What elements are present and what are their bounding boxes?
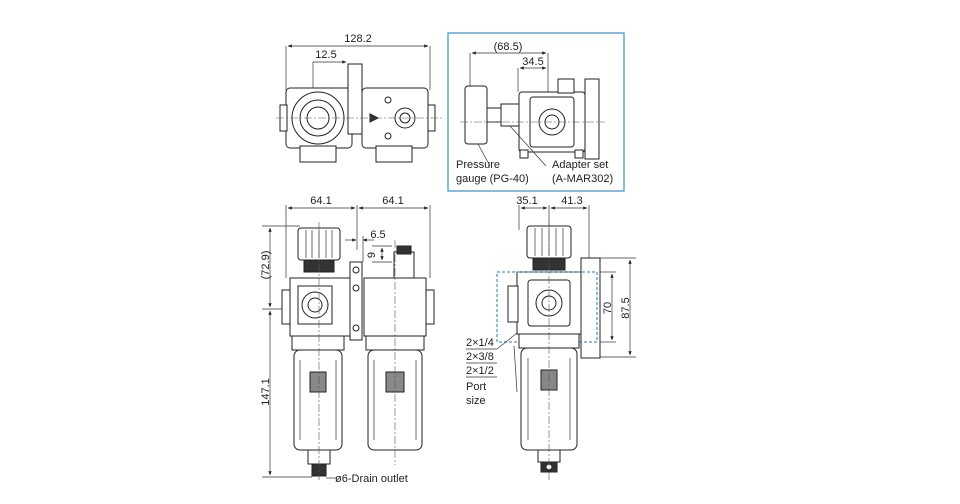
adapter-block <box>500 103 520 127</box>
inset-bracket <box>584 78 600 160</box>
filter-bottom-boss <box>375 145 413 163</box>
dim-side-inner-height: 70 <box>602 302 614 314</box>
dim-inset-inner: 34.5 <box>522 56 543 68</box>
pressure-gauge-stem <box>486 107 502 123</box>
dim-top-offset: 12.5 <box>315 49 336 61</box>
dim-front-left-width: 64.1 <box>310 195 331 207</box>
inset-border <box>447 32 625 192</box>
dim-side-left: 35.1 <box>516 195 537 207</box>
side-view: 35.1 41.3 70 87.5 <box>466 195 636 480</box>
label-port: Port <box>466 381 486 393</box>
dim-side-outer-height: 87.5 <box>620 297 632 318</box>
inset-gauge-adapter: (68.5) 34.5 Pressure gauge (PG-40) Adapt… <box>447 32 625 192</box>
mounting-bracket-top <box>347 63 363 135</box>
dim-inset-outer: (68.5) <box>494 41 523 53</box>
dim-front-gap: 6.5 <box>370 229 385 241</box>
label-port-size-1: 2×1/4 <box>466 337 494 349</box>
label-drain-outlet: ø6-Drain outlet <box>335 473 408 485</box>
label-pressure-gauge-1: Pressure <box>456 159 500 171</box>
label-port-size-2: 2×3/8 <box>466 351 494 363</box>
label-adapter-1: Adapter set <box>552 159 608 171</box>
dim-top-width: 128.2 <box>344 33 372 45</box>
side-bracket <box>580 257 601 359</box>
dim-front-lower-height: 147.1 <box>260 378 272 406</box>
label-pressure-gauge-2: gauge (PG-40) <box>456 173 529 185</box>
pressure-gauge-face <box>464 85 488 145</box>
front-view: 64.1 64.1 6.5 9 (72.9) 147.1 <box>260 195 435 485</box>
bracket-front <box>349 261 363 341</box>
regulator-bowl <box>293 349 343 451</box>
regulator-bottom-boss <box>299 145 337 163</box>
dim-front-right-width: 64.1 <box>382 195 403 207</box>
dim-front-small: 9 <box>366 252 378 258</box>
label-size: size <box>466 395 486 407</box>
dim-side-right: 41.3 <box>561 195 582 207</box>
label-adapter-2: (A-MAR302) <box>552 173 613 185</box>
top-view: 128.2 12.5 <box>276 33 442 163</box>
filter-drain-cap <box>393 251 415 279</box>
label-port-size-3: 2×1/2 <box>466 365 494 377</box>
dim-front-upper-height: (72.9) <box>260 251 272 280</box>
